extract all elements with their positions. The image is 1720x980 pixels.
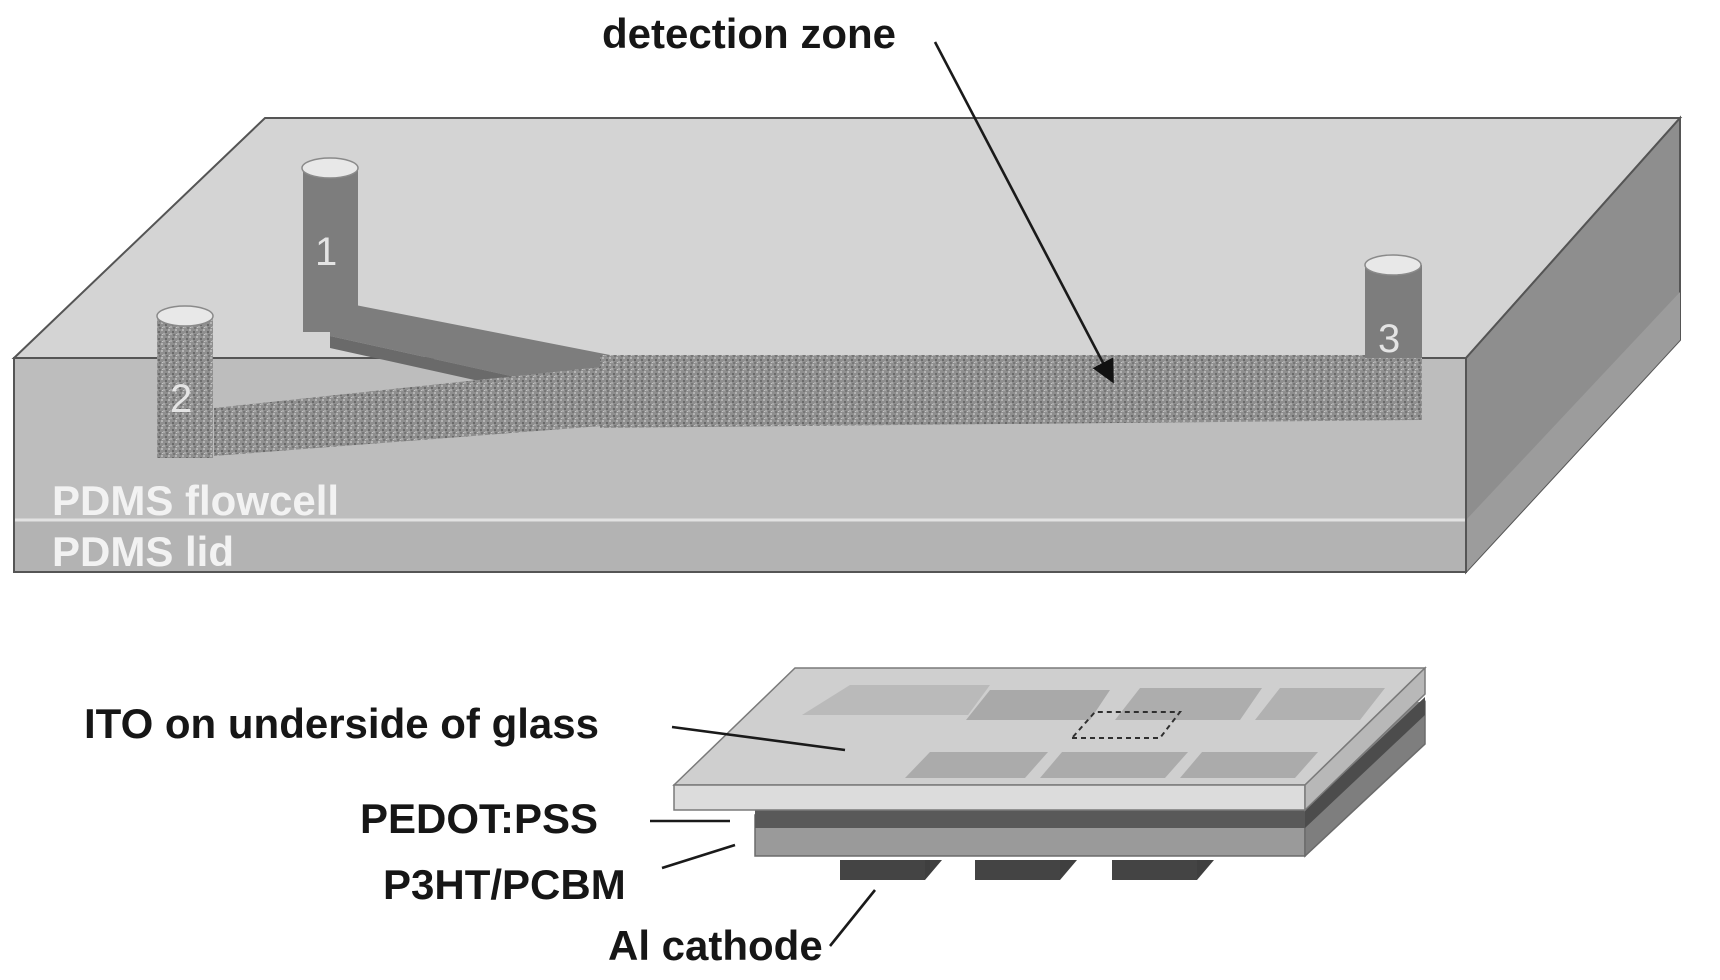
- channel-branch-2: [214, 366, 615, 456]
- al-cathode-pad-front: [975, 860, 1060, 880]
- port-2-cap: [156, 305, 214, 327]
- detection-zone-region: [1020, 360, 1200, 415]
- detection-zone-label: detection zone: [602, 10, 896, 57]
- p3ht-leader: [661, 843, 736, 870]
- detection-zone-arrow: [933, 41, 1114, 384]
- port-2-pillar: [157, 316, 213, 458]
- block-right-face-lid-stripe: [1466, 292, 1680, 572]
- port-2-label: 2: [170, 377, 192, 421]
- ito-pad: [1255, 688, 1385, 720]
- block-top-face: [11, 117, 1683, 359]
- ito-pad: [1040, 752, 1188, 778]
- ito-pad: [802, 685, 990, 715]
- pedot-layer-side: [1305, 697, 1425, 828]
- pedot-layer-front: [755, 810, 1305, 828]
- port-3-cap: [1364, 254, 1422, 276]
- port-1: 1: [301, 157, 359, 332]
- ito-pad: [1180, 752, 1318, 778]
- ito-pad: [966, 690, 1110, 720]
- port-3: 3: [1364, 254, 1422, 420]
- detection-region-outline: [1069, 711, 1183, 739]
- al-cathode-pad-front: [840, 860, 925, 880]
- al-cathode-pad-front: [1112, 860, 1197, 880]
- al-cathode-label: Al cathode: [608, 922, 823, 969]
- microfluidic-channels: [214, 300, 1420, 456]
- lid-layer: [14, 520, 1466, 572]
- pdms-lid-label: PDMS lid: [52, 528, 234, 575]
- solar-cell-stack: [672, 666, 1427, 880]
- glass-front-face: [673, 784, 1306, 811]
- pedot-label: PEDOT:PSS: [360, 795, 598, 842]
- ito-pad: [1115, 688, 1262, 720]
- ito-label: ITO on underside of glass: [84, 700, 599, 747]
- port-1-label: 1: [315, 230, 337, 274]
- port-1-pillar: [303, 168, 358, 332]
- main-channel: [600, 355, 1420, 428]
- pdms-flowcell-block: [11, 115, 1683, 575]
- port-1-cap: [301, 157, 359, 179]
- glass-side-face: [1304, 666, 1426, 812]
- pdms-flowcell-label: PDMS flowcell: [52, 477, 339, 524]
- p3ht-label: P3HT/PCBM: [383, 861, 626, 908]
- ito-leader: [671, 725, 846, 752]
- al-cathode-leader: [828, 889, 877, 947]
- port-3-label: 3: [1378, 317, 1400, 361]
- port-2: 2: [156, 305, 214, 458]
- ito-pad: [905, 752, 1048, 778]
